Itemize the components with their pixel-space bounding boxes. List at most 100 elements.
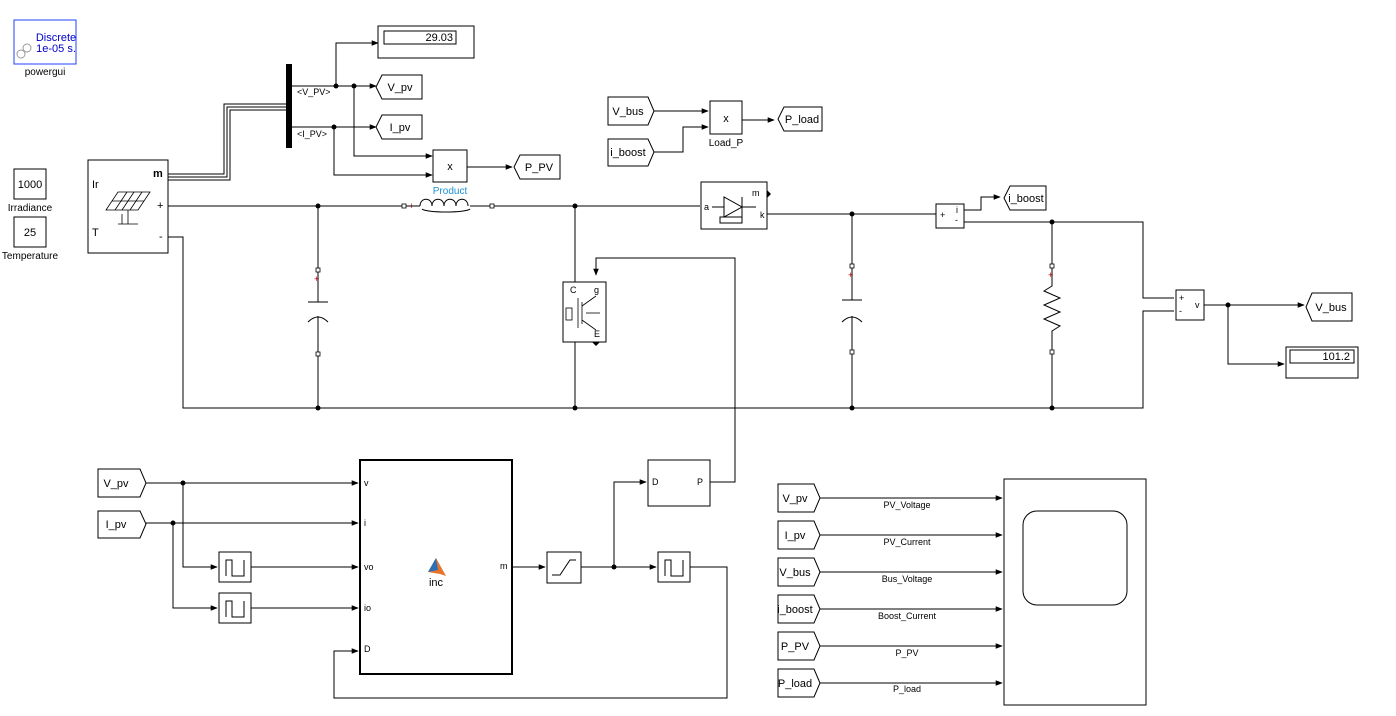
mppt-in-vo: vo bbox=[364, 562, 374, 572]
diode-icon bbox=[712, 196, 756, 224]
goto-p-load[interactable]: P_load bbox=[777, 106, 823, 132]
goto-i-pv[interactable]: I_pv bbox=[375, 114, 423, 140]
goto-p-pv[interactable]: P_PV bbox=[513, 154, 561, 180]
from-v-pv-mppt[interactable]: V_pv bbox=[97, 468, 147, 498]
igbt-icon bbox=[565, 295, 600, 331]
pv-port-ir: Ir bbox=[92, 179, 99, 191]
goto-i-boost[interactable]: i_boost bbox=[1003, 185, 1047, 211]
goto-v-bus-label: V_bus bbox=[1315, 302, 1347, 314]
powergui-label: powergui bbox=[25, 67, 66, 78]
input-capacitor[interactable]: + bbox=[307, 206, 329, 408]
from-i-pv-scope-label: I_pv bbox=[785, 530, 806, 542]
output-capacitor[interactable]: + bbox=[841, 214, 863, 408]
signal-label-p-pv: P_PV bbox=[895, 648, 918, 658]
from-i-pv-mppt[interactable]: I_pv bbox=[97, 510, 147, 539]
from-v-bus-label: V_bus bbox=[612, 106, 644, 118]
igbt-port-g: g bbox=[594, 285, 599, 295]
display-bus-voltage[interactable]: 101.2 bbox=[1285, 346, 1359, 379]
igbt-port-c: C bbox=[570, 285, 577, 295]
from-i-boost-scope[interactable]: i_boost bbox=[777, 594, 821, 624]
signal-label-pv-current: PV_Current bbox=[883, 537, 931, 547]
voltage-meas-v: v bbox=[1195, 300, 1200, 310]
load-p-symbol: x bbox=[723, 113, 729, 125]
mppt-inc-function[interactable]: v i vo io D m inc bbox=[359, 459, 513, 675]
product-label: Product bbox=[433, 186, 468, 197]
unit-delay-v[interactable] bbox=[218, 551, 252, 583]
igbt-switch[interactable]: C g E bbox=[562, 281, 607, 346]
product-block[interactable]: x Product bbox=[432, 149, 468, 197]
scope-wires: PV_Voltage PV_Current Bus_Voltage Boost_… bbox=[820, 495, 1003, 694]
saturation-block[interactable] bbox=[546, 551, 582, 584]
from-v-pv-mppt-label: V_pv bbox=[103, 478, 129, 490]
from-v-pv-scope-label: V_pv bbox=[782, 493, 808, 505]
svg-text:+: + bbox=[1048, 270, 1053, 280]
irradiance-value: 1000 bbox=[18, 179, 42, 191]
svg-text:+: + bbox=[848, 270, 853, 280]
from-v-bus[interactable]: V_bus bbox=[607, 96, 655, 126]
pv-array-block[interactable]: Ir T m + - bbox=[87, 159, 169, 254]
voltage-meas-plus: + bbox=[1179, 293, 1184, 303]
current-measurement[interactable]: + i - bbox=[935, 203, 965, 229]
pv-port-t: T bbox=[92, 227, 99, 239]
goto-i-boost-label: i_boost bbox=[1008, 193, 1043, 205]
irradiance-constant[interactable]: 1000 Irradiance bbox=[8, 168, 53, 214]
mppt-in-v: v bbox=[364, 478, 369, 488]
svg-text:+: + bbox=[314, 274, 319, 284]
voltage-measurement[interactable]: + - v bbox=[1175, 289, 1205, 321]
bus-selector[interactable]: <V_PV> <I_PV> bbox=[286, 64, 331, 148]
from-i-boost[interactable]: i_boost bbox=[607, 138, 655, 167]
bus-selector-out-vpv: <V_PV> bbox=[297, 87, 331, 97]
diode-block[interactable]: a m k bbox=[700, 181, 771, 230]
diode-port-a: a bbox=[704, 202, 709, 212]
unit-delay-i[interactable] bbox=[218, 592, 252, 624]
pv-port-m: m bbox=[153, 168, 163, 180]
inductor[interactable] bbox=[419, 198, 471, 213]
display-bus-value: 101.2 bbox=[1322, 351, 1350, 363]
goto-v-pv-label: V_pv bbox=[387, 82, 413, 94]
current-meas-i: i bbox=[956, 205, 958, 215]
signal-label-p-load: P_load bbox=[893, 684, 921, 694]
temperature-constant[interactable]: 25 Temperature bbox=[2, 216, 59, 262]
from-p-load-scope-label: P_load bbox=[778, 678, 812, 690]
diode-port-k: k bbox=[760, 210, 765, 220]
from-i-pv-mppt-label: I_pv bbox=[106, 519, 127, 531]
goto-v-bus[interactable]: V_bus bbox=[1305, 292, 1353, 322]
signal-label-boost-current: Boost_Current bbox=[878, 611, 937, 621]
from-i-boost-scope-label: i_boost bbox=[777, 604, 812, 616]
scope-inputs: V_pv I_pv V_bus i_boost P_PV P_load bbox=[777, 483, 821, 698]
powergui-block[interactable]: Discrete 1e-05 s. powergui bbox=[13, 19, 77, 78]
scope-screen-icon bbox=[1022, 510, 1128, 606]
voltage-meas-minus: - bbox=[1179, 306, 1182, 316]
signal-label-bus-voltage: Bus_Voltage bbox=[882, 574, 933, 584]
goto-p-pv-label: P_PV bbox=[525, 162, 554, 174]
matlab-function-icon bbox=[428, 558, 446, 576]
irradiance-label: Irradiance bbox=[8, 203, 53, 214]
current-meas-minus: - bbox=[955, 215, 958, 225]
display-pv-voltage[interactable]: 29.03 bbox=[377, 25, 475, 59]
bus-selector-out-ipv: <I_PV> bbox=[297, 129, 327, 139]
pv-port-minus: - bbox=[159, 231, 163, 243]
from-v-pv-scope[interactable]: V_pv bbox=[777, 483, 821, 513]
mppt-out-m: m bbox=[500, 561, 508, 571]
temperature-value: 25 bbox=[24, 227, 36, 239]
from-p-load-scope[interactable]: P_load bbox=[777, 668, 821, 698]
powergui-sample-time: 1e-05 s. bbox=[36, 43, 76, 55]
goto-v-pv[interactable]: V_pv bbox=[375, 74, 423, 100]
from-p-pv-scope[interactable]: P_PV bbox=[777, 631, 821, 661]
unit-delay-d[interactable] bbox=[657, 551, 691, 583]
scope-block[interactable] bbox=[1003, 478, 1147, 706]
pwm-generator[interactable]: D P bbox=[647, 459, 711, 507]
mppt-in-i: i bbox=[364, 518, 366, 528]
igbt-port-e: E bbox=[594, 329, 600, 339]
from-v-bus-scope[interactable]: V_bus bbox=[777, 557, 821, 587]
product-symbol: x bbox=[447, 161, 453, 173]
goto-i-pv-label: I_pv bbox=[390, 122, 411, 134]
link-icon bbox=[16, 43, 32, 59]
load-resistor[interactable]: + bbox=[1042, 222, 1062, 408]
from-i-pv-scope[interactable]: I_pv bbox=[777, 520, 821, 550]
pwm-in-d: D bbox=[652, 477, 659, 487]
signal-label-pv-voltage: PV_Voltage bbox=[883, 500, 930, 510]
load-p-block[interactable]: x Load_P bbox=[709, 100, 744, 149]
goto-p-load-label: P_load bbox=[785, 114, 819, 126]
